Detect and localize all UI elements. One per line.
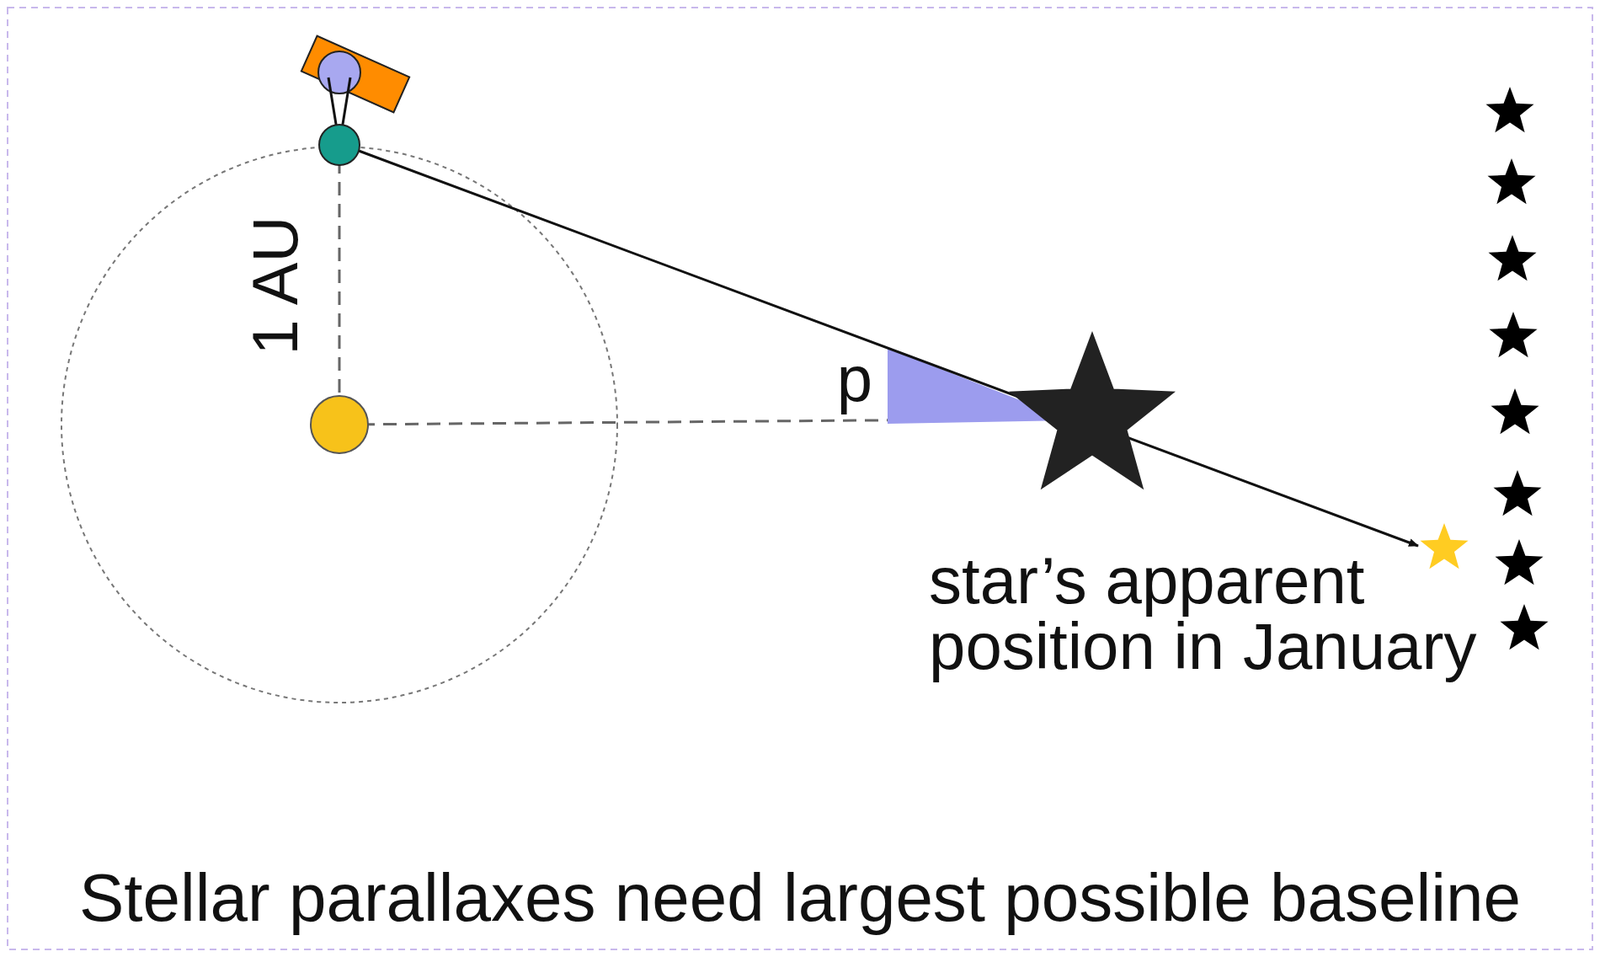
sun [310,395,368,454]
caption: Stellar parallaxes need largest possible… [79,864,1521,932]
earth [319,124,360,166]
near-star [1070,395,1114,438]
sight-line [352,148,1419,546]
telescope-body [301,36,410,113]
earth-orbit [61,146,618,703]
angle-label: p [837,346,873,411]
apparent-star [1419,522,1468,569]
apparent-position-note: star’s apparent position in January [928,547,1494,679]
radius-line [338,160,342,425]
frame-border [7,7,1593,950]
distance-label: 1 AU [243,216,308,356]
telescope-lens [318,51,361,94]
background-stars [1485,86,1548,650]
